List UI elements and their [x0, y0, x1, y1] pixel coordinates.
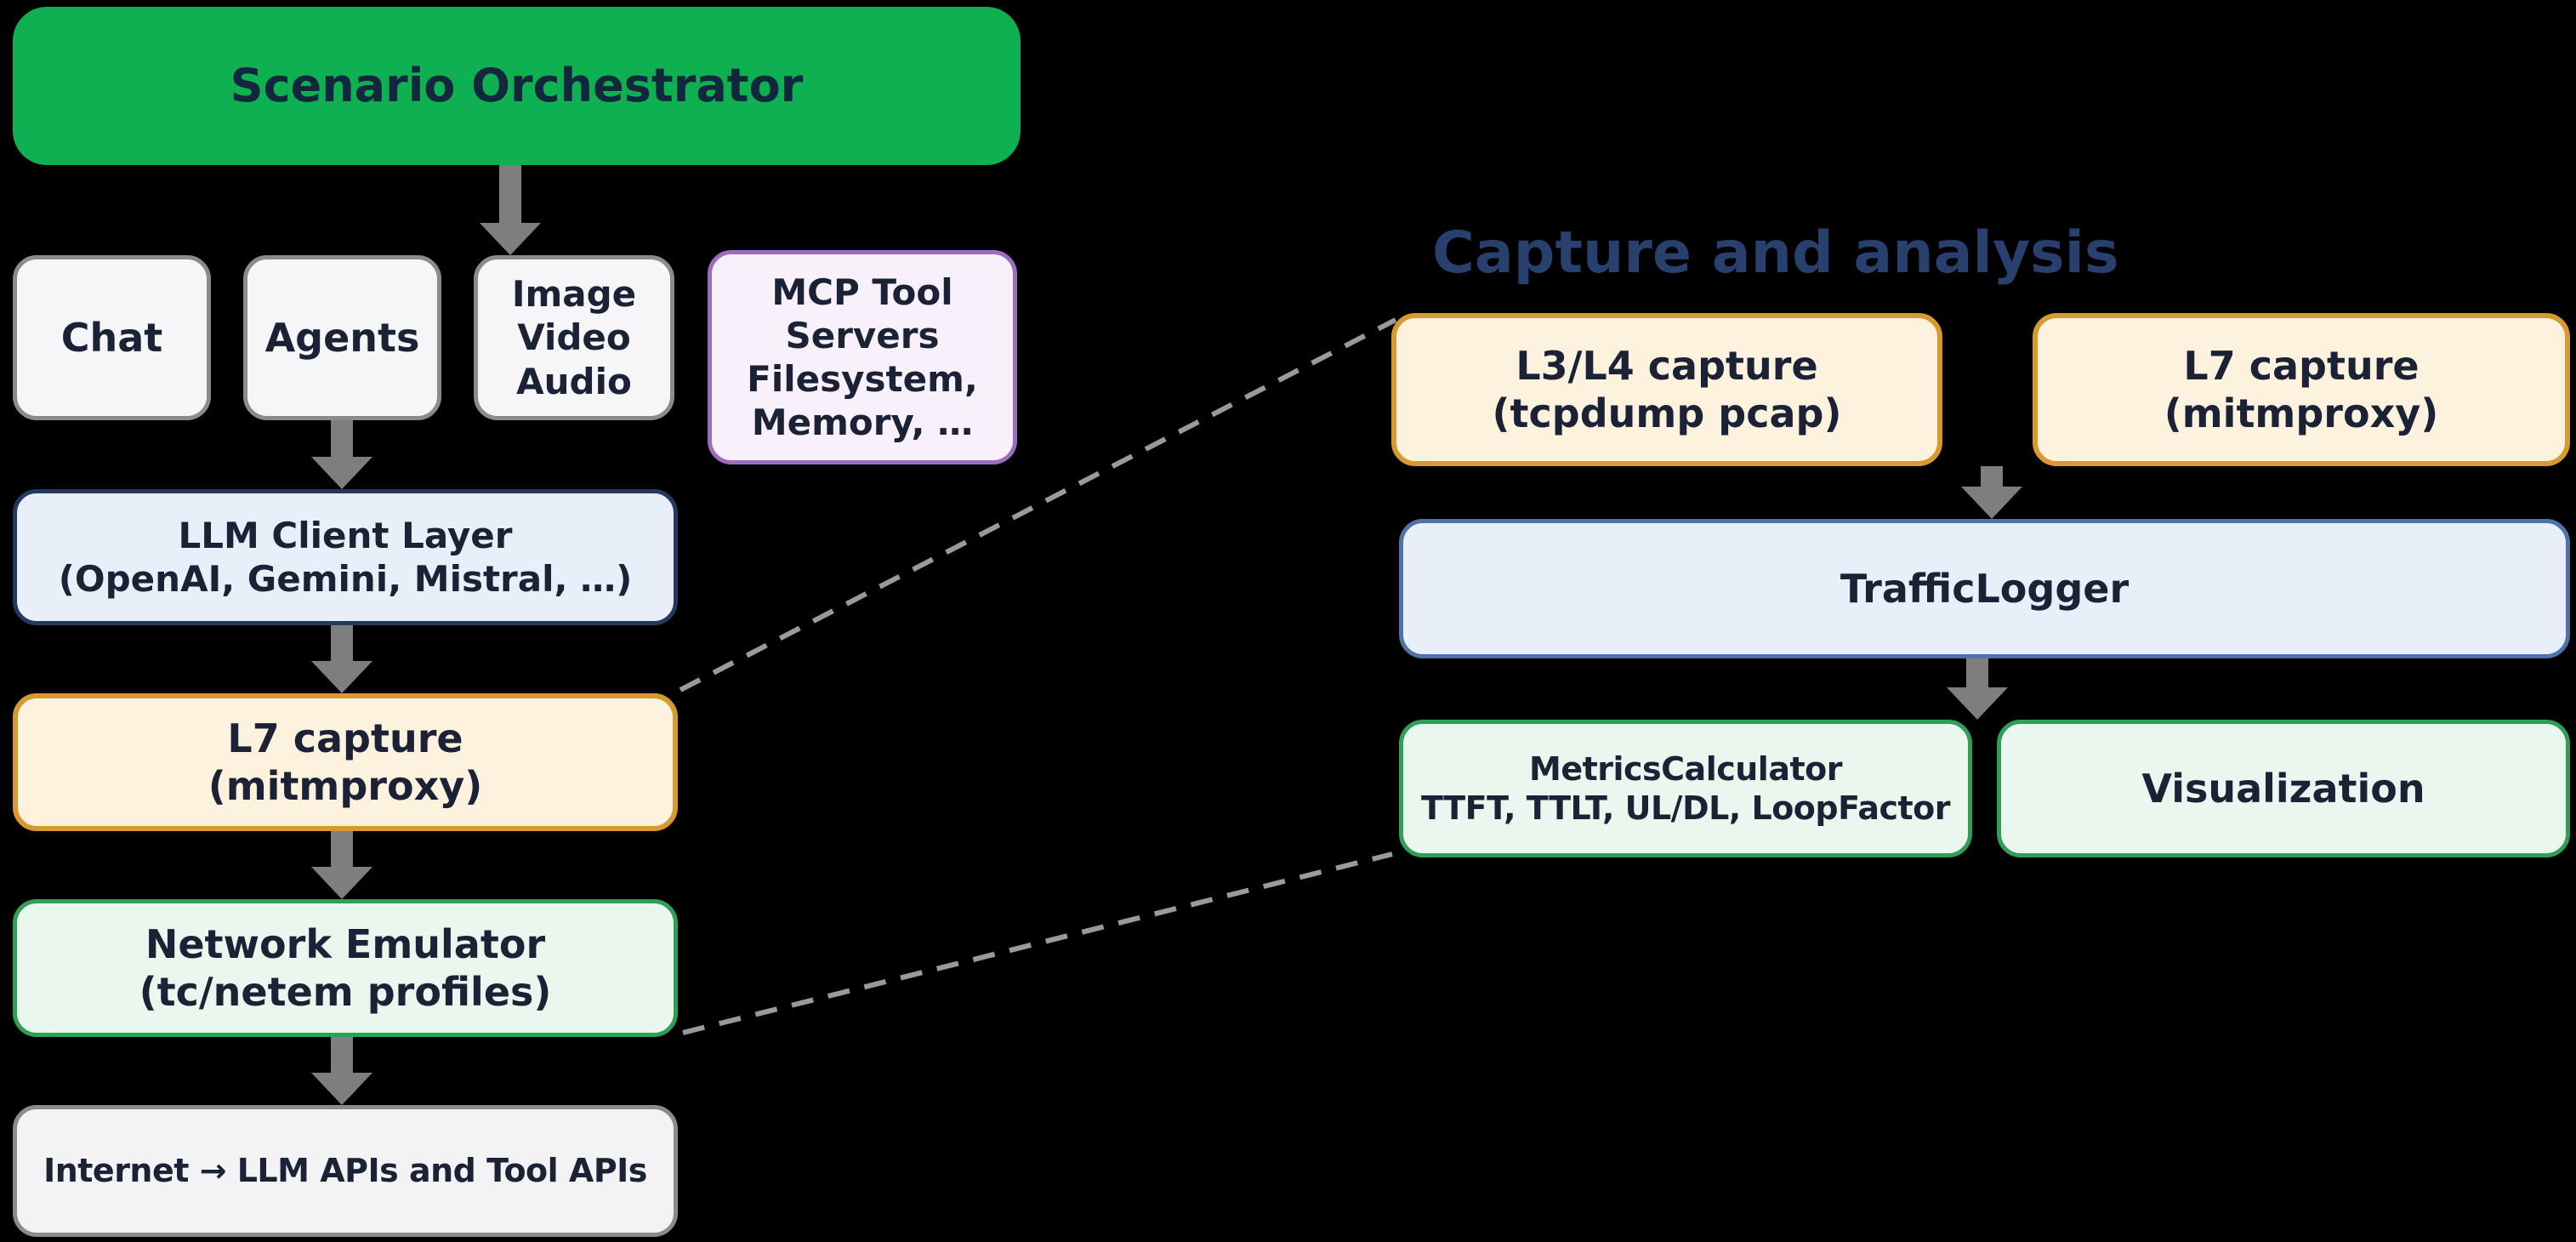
arrow-stem	[331, 420, 353, 457]
l7-capture-right-label: L7 capture (mitmproxy)	[2164, 342, 2439, 436]
arrow-stem	[499, 165, 521, 223]
arrow-down-llm-client	[311, 625, 372, 693]
internet-apis-label: Internet → LLM APIs and Tool APIs	[43, 1152, 647, 1190]
arrow-head	[1947, 687, 2008, 720]
internet-apis-box: Internet → LLM APIs and Tool APIs	[13, 1105, 678, 1237]
arrow-head	[480, 223, 541, 255]
visualization-box: Visualization	[1997, 720, 2570, 857]
traffic-logger-box: TrafficLogger	[1399, 519, 2570, 658]
arrow-head	[311, 457, 372, 489]
l7-capture-left-label: L7 capture (mitmproxy)	[208, 715, 483, 809]
capture-analysis-title: Capture and analysis	[1432, 219, 2119, 287]
chat-label: Chat	[60, 314, 163, 361]
dashed-connector-network-emulator	[682, 852, 1393, 1035]
arrow-stem	[331, 831, 353, 867]
arrow-down-orchestrator	[480, 165, 541, 255]
arrow-down-network-emulator	[311, 1037, 372, 1105]
metrics-calculator-box: MetricsCalculator TTFT, TTLT, UL/DL, Loo…	[1399, 720, 1972, 857]
arrow-head	[311, 867, 372, 899]
llm-client-layer-box: LLM Client Layer (OpenAI, Gemini, Mistra…	[13, 489, 678, 625]
arrow-down-agents	[311, 420, 372, 489]
arrow-head	[1961, 487, 2022, 519]
arrow-stem	[331, 1037, 353, 1073]
image-video-audio-box: Image Video Audio	[474, 255, 674, 420]
l7-capture-right-box: L7 capture (mitmproxy)	[2033, 313, 2570, 466]
agents-box: Agents	[243, 255, 441, 420]
chat-box: Chat	[13, 255, 211, 420]
arrow-stem	[1981, 466, 2003, 487]
visualization-label: Visualization	[2141, 765, 2425, 812]
mcp-tool-servers-box: MCP Tool Servers Filesystem, Memory, …	[708, 250, 1017, 464]
traffic-logger-label: TrafficLogger	[1840, 565, 2130, 612]
network-emulator-box: Network Emulator (tc/netem profiles)	[13, 899, 678, 1037]
arrow-down-l7-capture	[311, 831, 372, 899]
scenario-orchestrator-label: Scenario Orchestrator	[230, 59, 804, 113]
llm-client-layer-label: LLM Client Layer (OpenAI, Gemini, Mistra…	[58, 514, 633, 600]
network-emulator-label: Network Emulator (tc/netem profiles)	[139, 920, 552, 1015]
metrics-calculator-label: MetricsCalculator TTFT, TTLT, UL/DL, Loo…	[1420, 749, 1951, 827]
l7-capture-left-box: L7 capture (mitmproxy)	[13, 693, 678, 831]
arrow-down-captures	[1961, 466, 2022, 519]
agents-label: Agents	[264, 314, 420, 361]
mcp-tool-servers-label: MCP Tool Servers Filesystem, Memory, …	[747, 271, 978, 444]
arrow-head	[311, 1073, 372, 1105]
arrow-down-traffic-logger	[1947, 658, 2008, 720]
arrow-stem	[1966, 658, 1988, 687]
arrow-head	[311, 661, 372, 693]
image-video-audio-label: Image Video Audio	[511, 273, 637, 402]
scenario-orchestrator-box: Scenario Orchestrator	[13, 7, 1021, 165]
l3l4-capture-label: L3/L4 capture (tcpdump pcap)	[1492, 342, 1842, 436]
l3l4-capture-box: L3/L4 capture (tcpdump pcap)	[1391, 313, 1942, 466]
arrow-stem	[331, 625, 353, 661]
